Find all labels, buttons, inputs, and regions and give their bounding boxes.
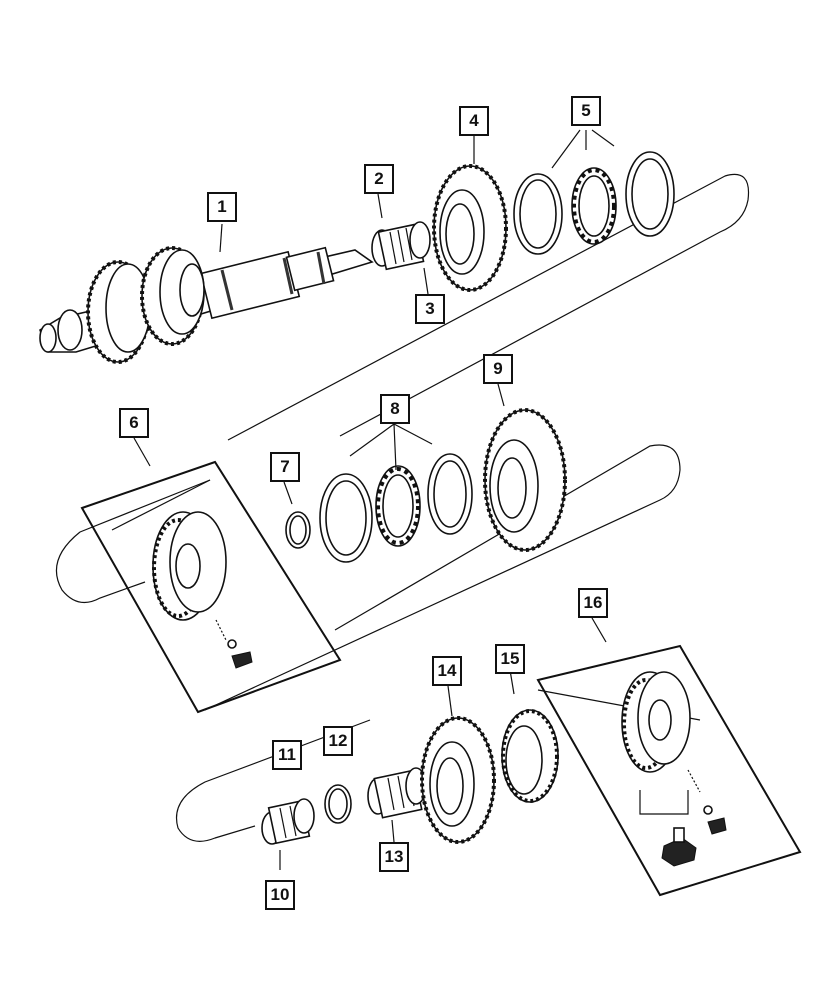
callout-3: 3: [415, 294, 445, 324]
synchro-ring-set-5: [513, 151, 675, 255]
bearing-13: [367, 767, 427, 819]
callout-11: 11: [272, 740, 302, 770]
ring-12: [324, 784, 352, 824]
assembly-band-middle: [55, 444, 681, 711]
leader-lines: [133, 129, 615, 870]
inset-box-6: [80, 460, 342, 714]
callout-9: 9: [483, 354, 513, 384]
callout-1: 1: [207, 192, 237, 222]
callout-2: 2: [364, 164, 394, 194]
callout-14: 14: [432, 656, 462, 686]
main-shaft: [39, 246, 374, 364]
callout-12: 12: [323, 726, 353, 756]
gear-4: [432, 164, 508, 292]
bearing-10: [261, 798, 315, 845]
callout-7: 7: [270, 452, 300, 482]
callout-15: 15: [495, 644, 525, 674]
callout-8: 8: [380, 394, 410, 424]
gear-9: [483, 408, 567, 552]
inset-box-16: [536, 644, 802, 897]
ring-gear-15: [501, 709, 559, 803]
callout-4: 4: [459, 106, 489, 136]
callout-6: 6: [119, 408, 149, 438]
gear-14: [420, 716, 496, 844]
callout-13: 13: [379, 842, 409, 872]
callout-5: 5: [571, 96, 601, 126]
snap-ring-7: [285, 511, 311, 549]
needle-bearing: [371, 221, 431, 271]
synchro-ring-set-8: [319, 453, 473, 563]
callout-16: 16: [578, 588, 608, 618]
callout-10: 10: [265, 880, 295, 910]
assembly-band-top: [227, 173, 750, 441]
